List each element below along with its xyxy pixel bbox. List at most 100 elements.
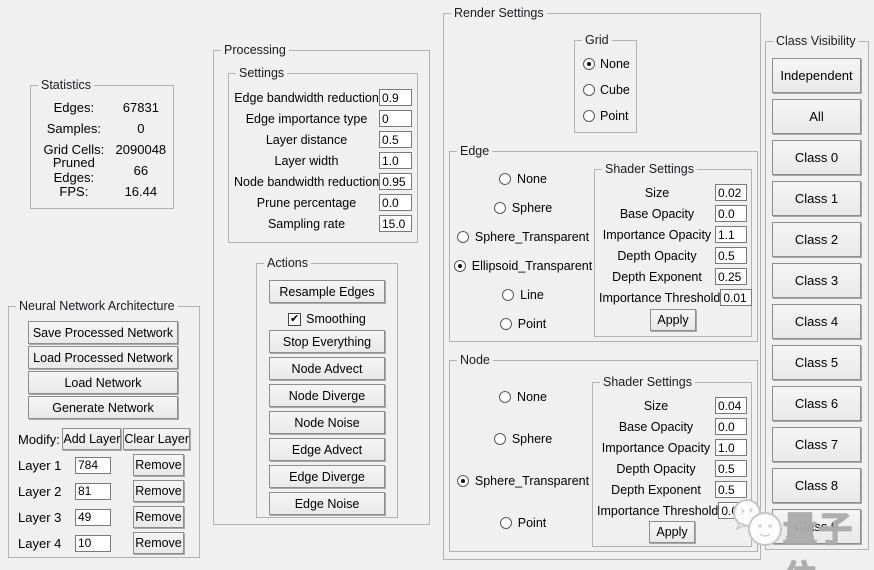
- class-3-button[interactable]: Class 3: [772, 263, 861, 298]
- layer-1-size-input[interactable]: [75, 456, 111, 474]
- radio-icon[interactable]: [502, 288, 515, 301]
- edge-apply-button[interactable]: Apply: [650, 309, 696, 331]
- radio-icon[interactable]: [499, 172, 512, 185]
- node-size-input[interactable]: [715, 397, 747, 414]
- grid-radio-cube[interactable]: Cube: [583, 77, 630, 103]
- clear-layer-button[interactable]: Clear Layer: [123, 428, 190, 450]
- edge-importance-threshold-input[interactable]: [720, 289, 753, 306]
- add-layer-button[interactable]: Add Layer: [62, 428, 122, 450]
- remove-layer-3-button[interactable]: Remove: [133, 506, 184, 528]
- node-shader-settings-title: Shader Settings: [600, 375, 695, 390]
- radio-icon[interactable]: [583, 110, 595, 122]
- sampling-rate-input[interactable]: [379, 215, 412, 232]
- node-diverge-button[interactable]: Node Diverge: [269, 384, 385, 407]
- radio-icon[interactable]: [499, 391, 512, 403]
- stat-value: 67831: [122, 99, 159, 115]
- layer-distance-input[interactable]: [379, 131, 412, 148]
- edge-radio-line[interactable]: Line: [450, 288, 596, 302]
- edge-base-opacity-input[interactable]: [715, 205, 747, 222]
- edge-radio-point[interactable]: Point: [450, 317, 596, 331]
- node-radio-none[interactable]: None: [450, 390, 596, 404]
- class-2-button[interactable]: Class 2: [772, 222, 861, 257]
- generate-network-button[interactable]: Generate Network: [28, 396, 178, 419]
- class-4-button[interactable]: Class 4: [772, 304, 861, 339]
- grid-radio-none[interactable]: None: [583, 51, 630, 77]
- render-settings-title: Render Settings: [451, 6, 547, 21]
- edge-importance-type-input[interactable]: [379, 110, 412, 127]
- field-label: Depth Opacity: [617, 248, 697, 263]
- edge-importance-opacity-input[interactable]: [715, 226, 747, 243]
- edge-options: None Sphere Sphere_Transparent Ellipsoid…: [450, 164, 596, 338]
- node-base-opacity-input[interactable]: [715, 418, 747, 435]
- edge-shader-settings-title: Shader Settings: [602, 162, 697, 177]
- edge-group: Edge None Sphere Sphere_Transparent Elli…: [449, 144, 758, 342]
- field-label: Layer distance: [265, 132, 348, 147]
- class-9-button[interactable]: Class 9: [772, 509, 861, 544]
- load-network-button[interactable]: Load Network: [28, 371, 178, 394]
- edge-depth-opacity-input[interactable]: [715, 247, 747, 264]
- node-depth-exponent-input[interactable]: [715, 481, 747, 498]
- layer-width-input[interactable]: [379, 152, 412, 169]
- stop-everything-button[interactable]: Stop Everything: [269, 330, 385, 353]
- class-0-button[interactable]: Class 0: [772, 140, 861, 175]
- resample-edges-button[interactable]: Resample Edges: [269, 280, 385, 303]
- prune-percentage-input[interactable]: [379, 194, 412, 211]
- modify-row: Modify: Add Layer Clear Layer: [18, 428, 190, 450]
- layer-3-size-input[interactable]: [75, 508, 111, 526]
- radio-icon[interactable]: [583, 58, 595, 70]
- smoothing-checkbox[interactable]: ✔: [288, 312, 302, 326]
- edge-noise-button[interactable]: Edge Noise: [269, 492, 385, 515]
- radio-icon[interactable]: [493, 433, 506, 445]
- node-noise-button[interactable]: Node Noise: [269, 411, 385, 434]
- all-button[interactable]: All: [772, 99, 861, 134]
- save-processed-network-button[interactable]: Save Processed Network: [28, 321, 178, 344]
- class-5-button[interactable]: Class 5: [772, 345, 861, 380]
- field-label: Edge importance type: [245, 111, 368, 126]
- processing-group: Processing Settings Edge bandwidth reduc…: [213, 43, 430, 525]
- node-radio-sphere-transparent[interactable]: Sphere_Transparent: [450, 474, 596, 488]
- layer-2-size-input[interactable]: [75, 482, 111, 500]
- radio-icon[interactable]: [499, 517, 512, 529]
- radio-icon[interactable]: [453, 259, 466, 272]
- class-1-button[interactable]: Class 1: [772, 181, 861, 216]
- remove-layer-2-button[interactable]: Remove: [133, 480, 184, 502]
- grid-radio-point[interactable]: Point: [583, 103, 630, 129]
- edge-diverge-button[interactable]: Edge Diverge: [269, 465, 385, 488]
- edge-depth-exponent-input[interactable]: [715, 268, 747, 285]
- node-advect-button[interactable]: Node Advect: [269, 357, 385, 380]
- edge-size-input[interactable]: [715, 184, 747, 201]
- radio-icon[interactable]: [493, 201, 506, 214]
- remove-layer-4-button[interactable]: Remove: [133, 532, 184, 554]
- node-depth-opacity-input[interactable]: [715, 460, 747, 477]
- edge-radio-sphere-transparent[interactable]: Sphere_Transparent: [450, 230, 596, 244]
- field-label: Prune percentage: [256, 195, 357, 210]
- field-row: Base Opacity: [597, 416, 747, 437]
- remove-layer-1-button[interactable]: Remove: [133, 454, 184, 476]
- edge-radio-ellipsoid-transparent[interactable]: Ellipsoid_Transparent: [450, 259, 596, 273]
- node-apply-button[interactable]: Apply: [649, 521, 695, 543]
- stat-label: Samples:: [46, 120, 101, 136]
- class-7-button[interactable]: Class 7: [772, 427, 861, 462]
- class-8-button[interactable]: Class 8: [772, 468, 861, 503]
- node-importance-opacity-input[interactable]: [715, 439, 747, 456]
- node-radio-point[interactable]: Point: [450, 516, 596, 530]
- radio-icon[interactable]: [456, 230, 469, 243]
- class-6-button[interactable]: Class 6: [772, 386, 861, 421]
- radio-icon[interactable]: [583, 84, 595, 96]
- edge-radio-sphere[interactable]: Sphere: [450, 201, 596, 215]
- independent-button[interactable]: Independent: [772, 58, 861, 93]
- node-radio-sphere[interactable]: Sphere: [450, 432, 596, 446]
- field-row: Importance Threshold: [599, 287, 753, 308]
- radio-icon[interactable]: [499, 317, 512, 330]
- edge-radio-none[interactable]: None: [450, 172, 596, 186]
- radio-label: Sphere: [511, 432, 553, 446]
- edge-bandwidth-reduction-input[interactable]: [379, 89, 412, 106]
- node-importance-threshold-input[interactable]: [718, 502, 751, 519]
- load-processed-network-button[interactable]: Load Processed Network: [28, 346, 178, 369]
- layer-4-size-input[interactable]: [75, 534, 111, 552]
- edge-advect-button[interactable]: Edge Advect: [269, 438, 385, 461]
- radio-icon[interactable]: [456, 475, 469, 487]
- smoothing-checkbox-row[interactable]: ✔ Smoothing: [257, 310, 397, 328]
- node-bandwidth-reduction-input[interactable]: [379, 173, 413, 190]
- layer-label: Layer 3: [18, 509, 62, 525]
